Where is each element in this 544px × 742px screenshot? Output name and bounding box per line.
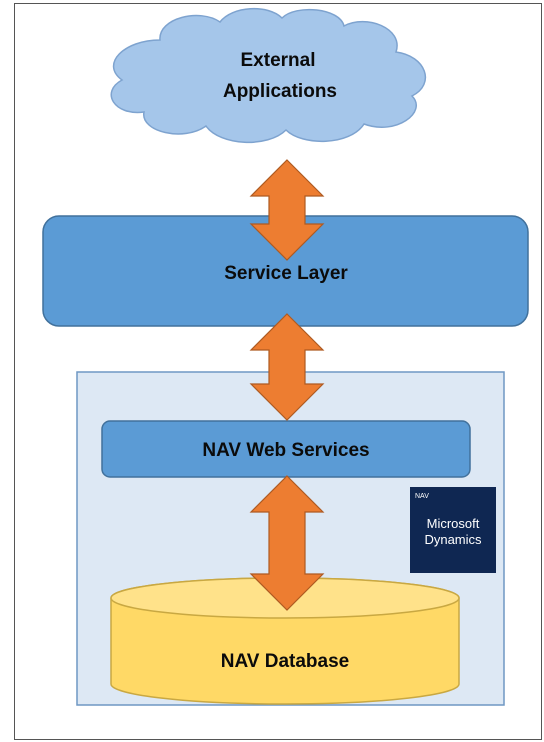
logo-microsoft-text: Microsoft bbox=[427, 516, 480, 531]
logo-nav-text: NAV bbox=[415, 493, 429, 500]
cloud-label-line1: External bbox=[241, 50, 316, 71]
external-applications-cloud: External Applications bbox=[110, 7, 427, 143]
nav-web-services-box: NAV Web Services bbox=[101, 420, 471, 478]
logo-dynamics-text: Dynamics bbox=[424, 532, 482, 547]
cloud-label-line2: Applications bbox=[223, 81, 337, 102]
database-label: NAV Database bbox=[221, 651, 349, 672]
service-layer-label: Service Layer bbox=[224, 263, 348, 284]
web-services-label: NAV Web Services bbox=[202, 440, 369, 461]
nav-database-cylinder: NAV Database bbox=[110, 577, 460, 705]
double-arrow-cloud-service bbox=[249, 159, 325, 261]
microsoft-dynamics-logo: NAV Microsoft Dynamics bbox=[410, 487, 496, 573]
double-arrow-webservices-database bbox=[249, 475, 325, 611]
double-arrow-service-webservices bbox=[249, 313, 325, 421]
